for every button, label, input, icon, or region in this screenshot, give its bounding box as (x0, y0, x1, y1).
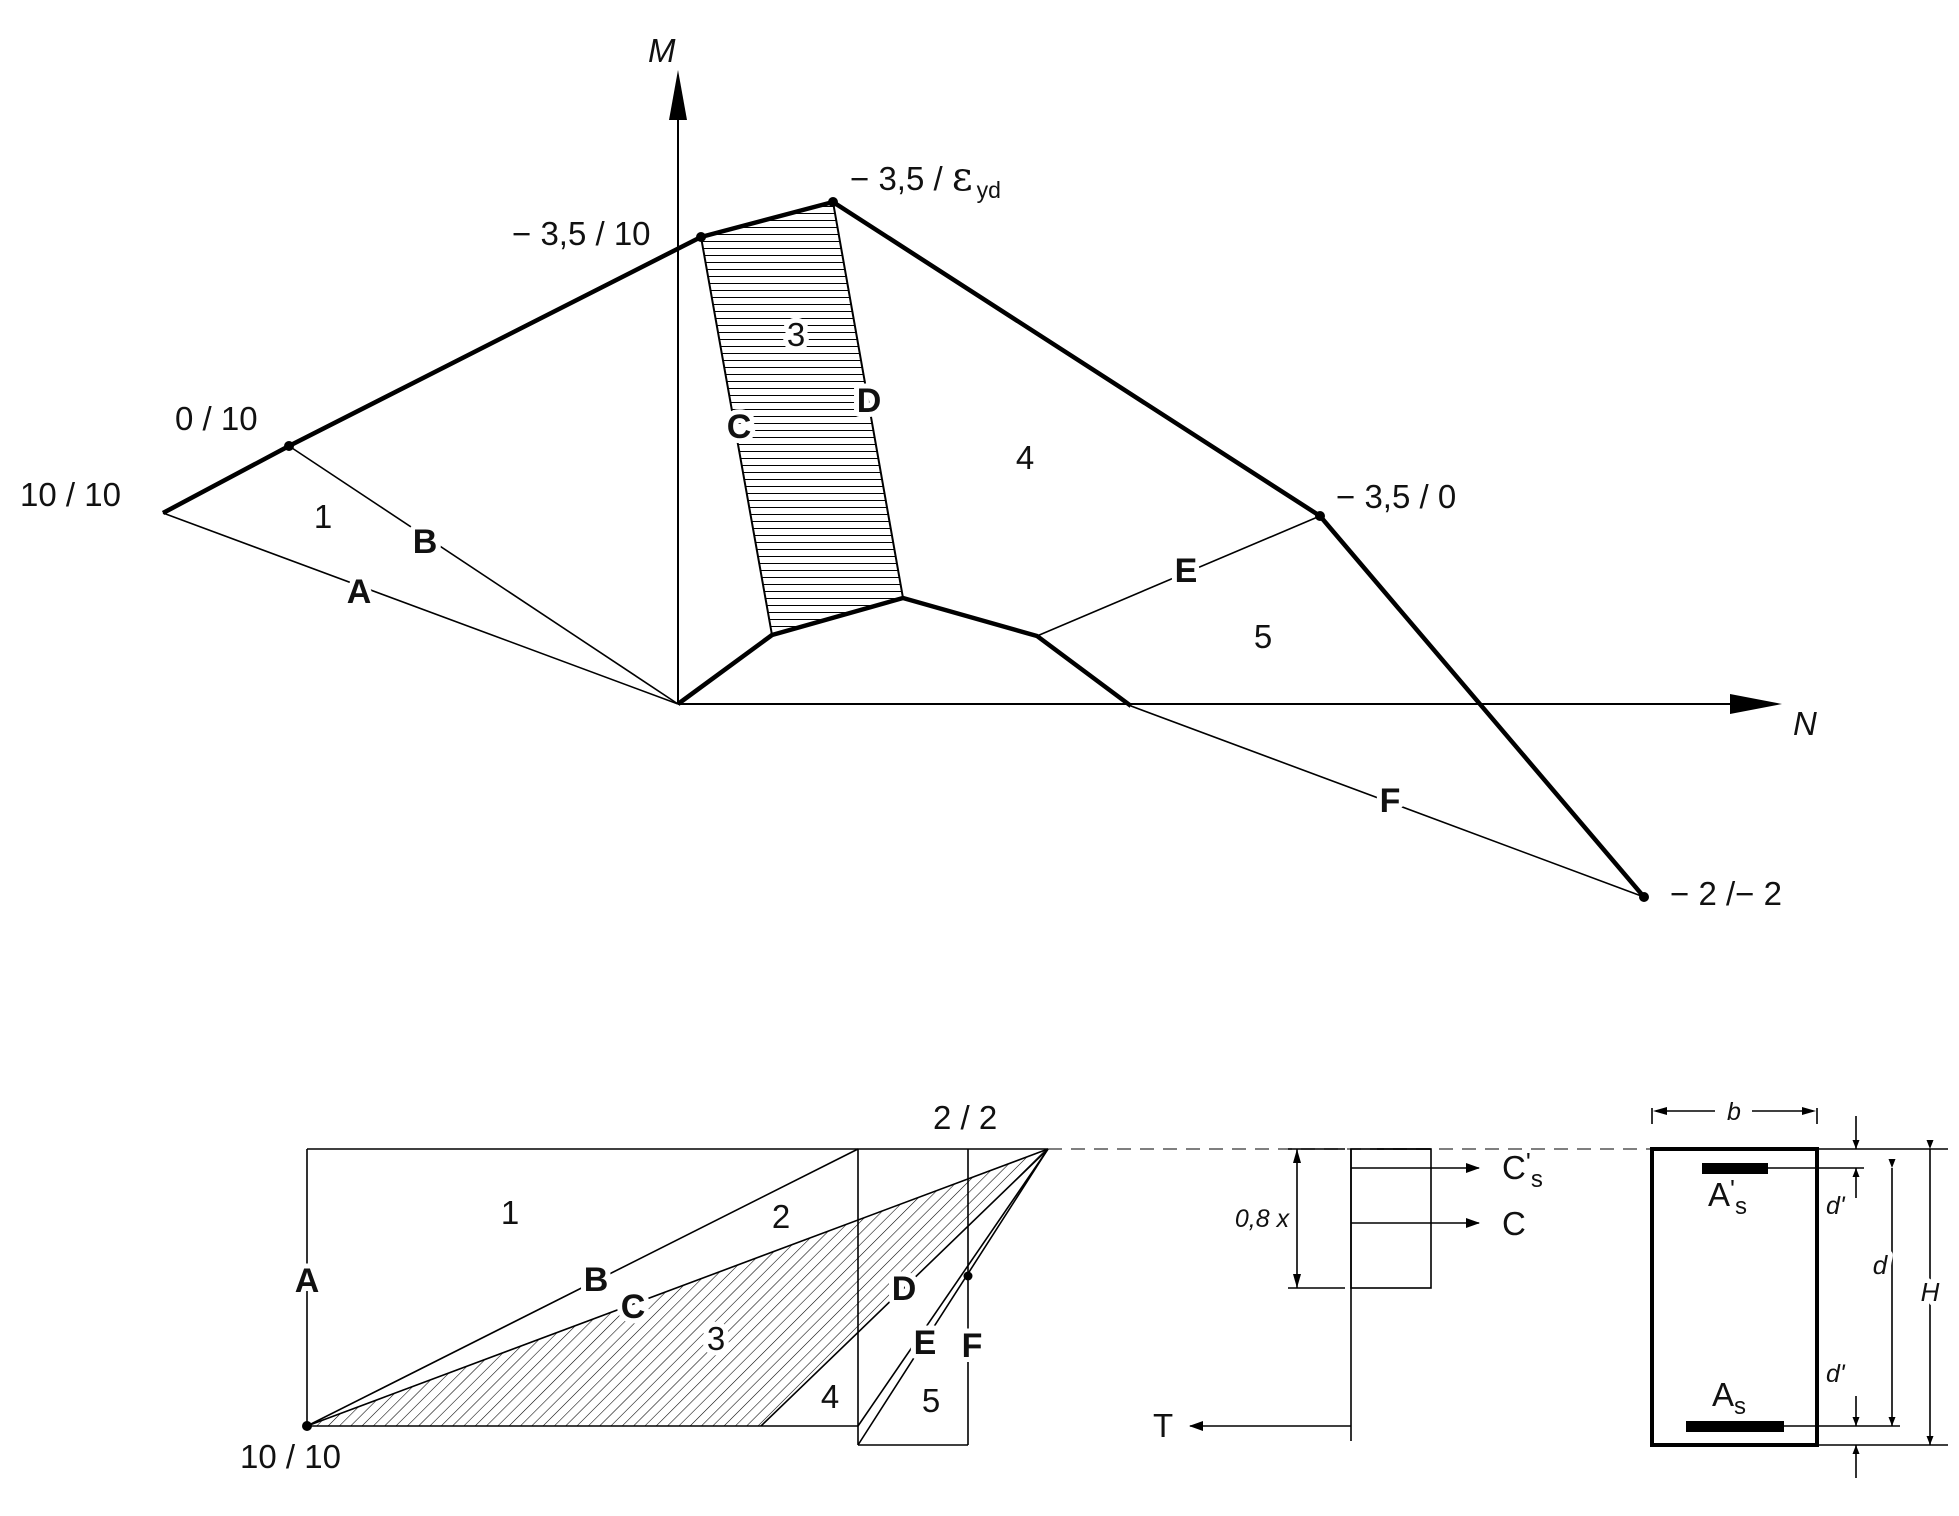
strain-line-label-f: F (962, 1327, 983, 1365)
force-label-cs-sub: s (1531, 1166, 1543, 1193)
region-3-hatch (701, 202, 903, 635)
strain-line-f (857, 1148, 1049, 1446)
line-b (288, 445, 679, 705)
stress-block (1350, 1148, 1432, 1289)
rebar-bottom-label-main: A (1712, 1376, 1734, 1413)
force-label-t: T (1153, 1407, 1173, 1444)
line-e (1036, 515, 1321, 637)
region-label-5: 5 (1254, 618, 1272, 655)
line-f (1130, 705, 1645, 898)
line-label-e: E (1175, 552, 1198, 590)
line-label-f: F (1380, 782, 1401, 820)
epsilon-symbol: ε (952, 154, 973, 200)
point-35-10 (696, 232, 706, 242)
rebar-top-label: A's (1708, 1174, 1747, 1220)
force-diagram: 0,8 x C's C T (1153, 1147, 1543, 1444)
epsilon-subscript: yd (977, 177, 1001, 203)
dprime-bot-label: d' (1826, 1360, 1846, 1388)
strain-point-f (963, 1271, 973, 1281)
label-35-10: − 3,5 / 10 (512, 215, 651, 252)
depth-arrow-bottom (1293, 1274, 1301, 1288)
label-2-2: − 2 /− 2 (1670, 875, 1782, 912)
point-0-10 (284, 441, 294, 451)
section-outline (1650, 1147, 1819, 1447)
label-0-10: 0 / 10 (175, 400, 258, 437)
rebar-bottom-label: As (1712, 1376, 1746, 1420)
line-c (700, 236, 773, 636)
line-label-c: C (727, 408, 752, 446)
point-35-0 (1315, 511, 1325, 521)
strain-line-d (760, 1148, 1049, 1427)
strain-region-label-4: 4 (821, 1378, 839, 1415)
line-label-d: D (857, 382, 882, 420)
label-35-eyd-prefix: − 3,5 / (850, 160, 952, 197)
envelope-inner (676, 595, 1133, 708)
region-label-1: 1 (314, 498, 332, 535)
rebar-top (1702, 1163, 1768, 1174)
m-axis-label: M (648, 32, 676, 69)
strain-region-label-2: 2 (772, 1198, 790, 1235)
line-d (832, 201, 904, 599)
force-label-cs: C's (1502, 1147, 1543, 1193)
region-label-4: 4 (1016, 439, 1034, 476)
strain-point-10-10 (302, 1421, 312, 1431)
b-label: b (1727, 1098, 1741, 1126)
strain-diagram: 2 / 2 10 / 10 A B C D E F 1 2 3 4 5 (240, 1099, 1795, 1475)
h-label: H (1921, 1277, 1940, 1307)
strain-line-b (306, 1148, 859, 1427)
line-label-b: B (413, 523, 438, 561)
rebar-bottom-label-sub: s (1734, 1393, 1746, 1420)
strain-line-e (857, 1148, 1049, 1427)
line-label-a: A (347, 573, 372, 611)
rebar-top-label-prime: ' (1730, 1174, 1735, 1204)
line-a (162, 512, 679, 705)
strain-line-label-c: C (621, 1288, 646, 1326)
strain-label-10-10: 10 / 10 (240, 1438, 341, 1475)
strain-region-label-5: 5 (922, 1382, 940, 1419)
envelope-outer (161, 199, 1646, 899)
force-label-cs-main: C (1502, 1149, 1526, 1186)
b-arrow-left (1653, 1107, 1667, 1115)
rebar-bottom (1686, 1421, 1784, 1432)
depth-label: 0,8 x (1235, 1205, 1291, 1233)
strain-region-label-3: 3 (707, 1320, 725, 1357)
strain-line-label-a: A (295, 1262, 320, 1300)
strain-region-label-1: 1 (501, 1194, 519, 1231)
force-label-cs-prime: ' (1526, 1147, 1531, 1177)
force-label-c: C (1502, 1205, 1526, 1242)
dprime-top-label: d' (1826, 1192, 1846, 1220)
m-axis-arrow (669, 70, 687, 120)
region-label-3: 3 (787, 316, 805, 353)
label-10-10: 10 / 10 (20, 476, 121, 513)
n-axis-arrow (1730, 694, 1782, 714)
point-35-eyd (828, 197, 838, 207)
label-35-0: − 3,5 / 0 (1336, 478, 1456, 515)
strain-line-label-b: B (584, 1261, 609, 1299)
point-2-2 (1639, 892, 1649, 902)
depth-arrow-top (1293, 1149, 1301, 1163)
d-label: d (1873, 1250, 1889, 1280)
rebar-top-label-sub: s (1735, 1193, 1747, 1220)
cross-section: b d' d' d H A's As (1650, 1098, 1948, 1478)
rebar-top-label-main: A (1708, 1176, 1730, 1213)
strain-line-label-d: D (892, 1270, 917, 1308)
strain-line-label-e: E (914, 1324, 937, 1362)
strain-label-2-2: 2 / 2 (933, 1099, 997, 1136)
strain-line-c (306, 1148, 1049, 1427)
b-arrow-right (1802, 1107, 1816, 1115)
n-axis-label: N (1793, 705, 1817, 742)
